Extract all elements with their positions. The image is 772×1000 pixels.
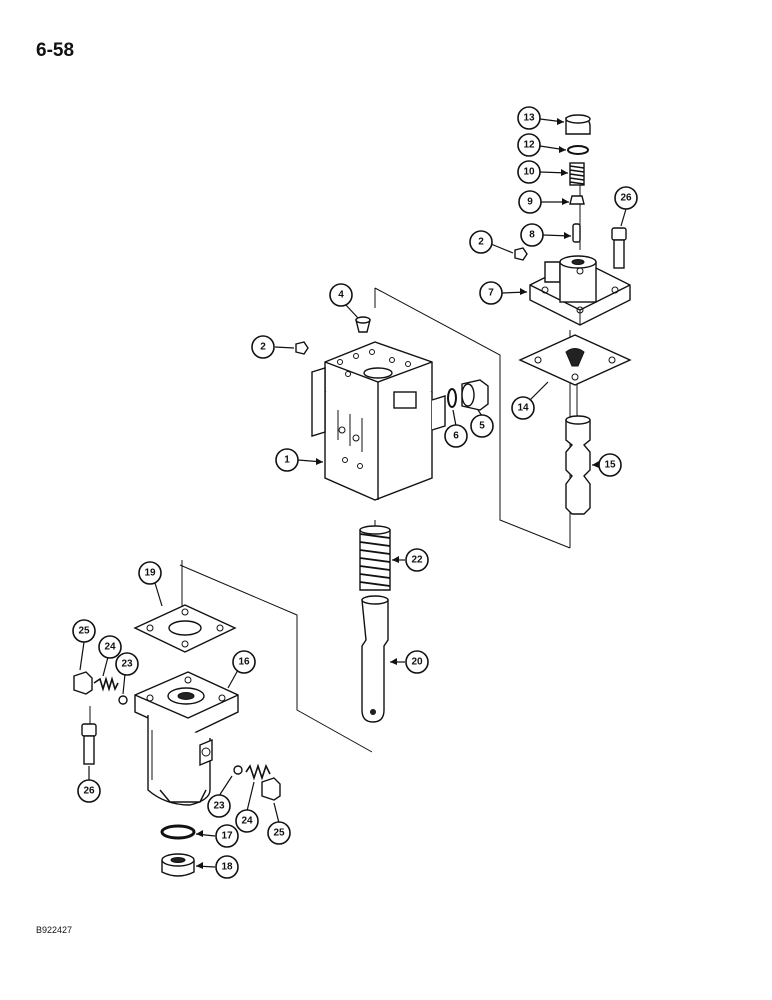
valve-body-1 bbox=[311, 341, 446, 501]
svg-text:14: 14 bbox=[517, 403, 529, 414]
svg-text:10: 10 bbox=[523, 167, 535, 178]
callout-15: 15 bbox=[598, 453, 622, 477]
svg-text:2: 2 bbox=[260, 342, 266, 353]
callout-25-right: 25 bbox=[267, 821, 291, 845]
svg-text:1: 1 bbox=[284, 455, 290, 466]
fitting-5 bbox=[461, 379, 489, 411]
svg-text:22: 22 bbox=[411, 555, 423, 566]
callout-7: 7 bbox=[479, 281, 503, 305]
leader-arrowheads bbox=[196, 118, 599, 869]
page-number: 6-58 bbox=[36, 40, 75, 61]
svg-text:24: 24 bbox=[104, 642, 116, 653]
plug-25-left bbox=[73, 671, 93, 695]
svg-text:25: 25 bbox=[78, 626, 90, 637]
svg-text:2: 2 bbox=[478, 237, 484, 248]
ball-23-left bbox=[118, 695, 128, 705]
o-ring-6 bbox=[447, 388, 457, 408]
svg-text:20: 20 bbox=[411, 657, 423, 668]
svg-text:16: 16 bbox=[238, 657, 250, 668]
pin-8 bbox=[572, 223, 581, 243]
callout-26-upper: 26 bbox=[614, 186, 638, 210]
callout-25-left: 25 bbox=[72, 619, 96, 643]
svg-text:7: 7 bbox=[488, 288, 494, 299]
callout-12: 12 bbox=[517, 133, 541, 157]
ball-23-right bbox=[233, 765, 243, 775]
svg-text:9: 9 bbox=[527, 197, 533, 208]
svg-text:15: 15 bbox=[604, 460, 616, 471]
callout-1: 1 bbox=[275, 448, 299, 472]
callout-9: 9 bbox=[518, 190, 542, 214]
callout-24-right: 24 bbox=[235, 809, 259, 833]
svg-text:6: 6 bbox=[453, 431, 459, 442]
callout-22: 22 bbox=[405, 548, 429, 572]
cap-13 bbox=[565, 114, 591, 135]
valve-housing-16 bbox=[134, 671, 239, 806]
svg-text:12: 12 bbox=[523, 140, 535, 151]
bolt-26-upper bbox=[611, 227, 627, 269]
svg-text:25: 25 bbox=[273, 828, 285, 839]
callout-2-center: 2 bbox=[251, 335, 275, 359]
svg-text:23: 23 bbox=[121, 659, 133, 670]
o-ring-17 bbox=[160, 824, 196, 840]
o-ring-12 bbox=[567, 145, 589, 155]
svg-text:4: 4 bbox=[338, 290, 344, 301]
callout-17: 17 bbox=[215, 824, 239, 848]
spring-22 bbox=[359, 525, 391, 591]
svg-text:24: 24 bbox=[241, 816, 253, 827]
spool-15 bbox=[565, 415, 591, 515]
plug-4 bbox=[355, 316, 371, 333]
spring-10 bbox=[569, 162, 585, 186]
svg-text:26: 26 bbox=[83, 786, 95, 797]
seat-18 bbox=[161, 853, 195, 877]
gasket-19 bbox=[133, 604, 237, 653]
callout-5: 5 bbox=[470, 414, 494, 438]
callout-18: 18 bbox=[215, 855, 239, 879]
callout-14: 14 bbox=[511, 396, 535, 420]
callout-10: 10 bbox=[517, 160, 541, 184]
callout-6: 6 bbox=[444, 424, 468, 448]
valve-cover-7 bbox=[529, 255, 631, 326]
callout-19: 19 bbox=[138, 561, 162, 585]
callout-8: 8 bbox=[520, 223, 544, 247]
callout-2-upper: 2 bbox=[469, 230, 493, 254]
svg-text:8: 8 bbox=[529, 230, 535, 241]
spring-24-right bbox=[245, 763, 271, 781]
svg-text:26: 26 bbox=[620, 193, 632, 204]
svg-text:5: 5 bbox=[479, 421, 485, 432]
svg-text:19: 19 bbox=[144, 568, 156, 579]
svg-text:18: 18 bbox=[221, 862, 233, 873]
plunger-20 bbox=[361, 595, 389, 723]
svg-text:23: 23 bbox=[213, 801, 225, 812]
poppet-9 bbox=[569, 195, 585, 205]
callout-23-left: 23 bbox=[115, 652, 139, 676]
callout-4: 4 bbox=[329, 283, 353, 307]
plug-25-right bbox=[261, 777, 281, 801]
callout-23-right: 23 bbox=[207, 794, 231, 818]
svg-text:13: 13 bbox=[523, 113, 535, 124]
svg-text:17: 17 bbox=[221, 831, 233, 842]
callout-24-left: 24 bbox=[98, 635, 122, 659]
gasket-14 bbox=[518, 334, 632, 386]
callout-16: 16 bbox=[232, 650, 256, 674]
spring-24-left bbox=[93, 676, 119, 692]
plug-2-upper bbox=[514, 247, 528, 261]
plug-2-center bbox=[295, 341, 309, 355]
callout-13: 13 bbox=[517, 106, 541, 130]
callout-26-lower: 26 bbox=[77, 779, 101, 803]
bolt-26-lower bbox=[81, 723, 97, 765]
drawing-code: B922427 bbox=[36, 925, 73, 935]
callout-20: 20 bbox=[405, 650, 429, 674]
